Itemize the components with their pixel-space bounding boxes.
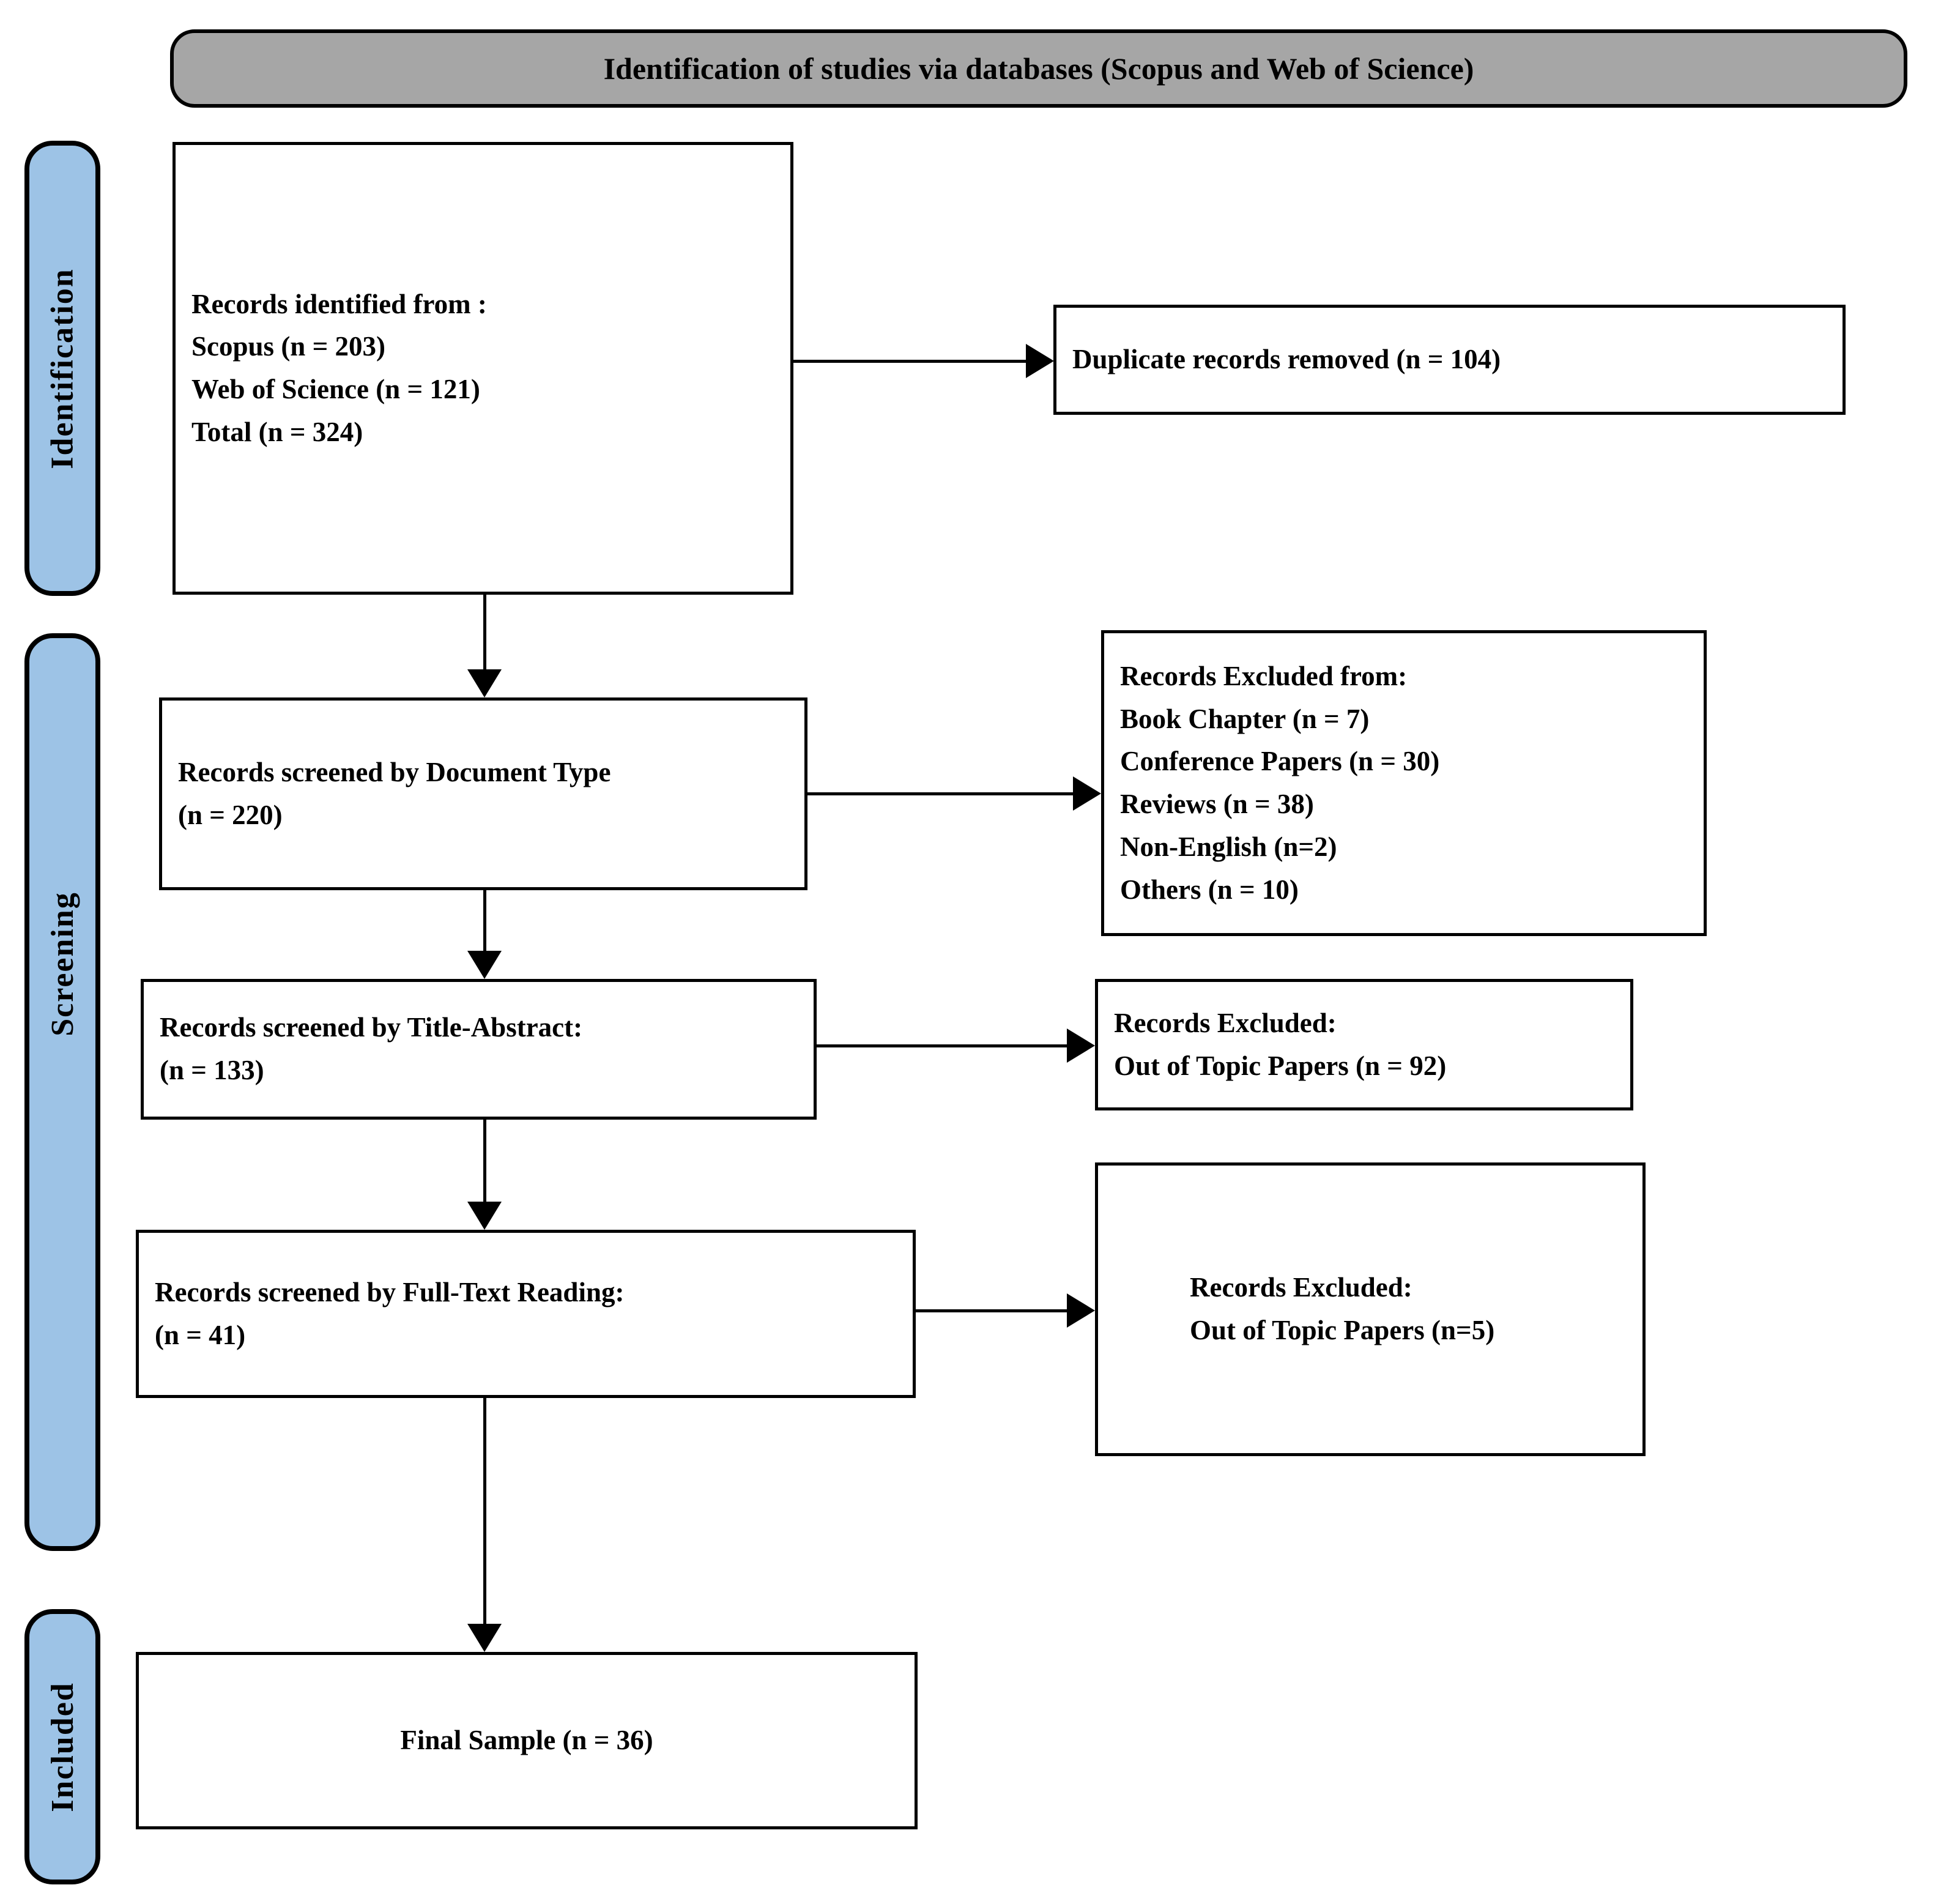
stage-label-included: Included	[24, 1609, 100, 1884]
node-line: Out of Topic Papers (n = 92)	[1114, 1050, 1447, 1081]
stage-label-screening: Screening	[24, 633, 100, 1551]
node-excluded-document-type: Records Excluded from: Book Chapter (n =…	[1101, 630, 1707, 936]
node-line: Records screened by Document Type	[178, 756, 611, 787]
node-line: Scopus (n = 203)	[191, 331, 385, 362]
node-line: Records screened by Title-Abstract:	[160, 1012, 583, 1043]
stage-label-included-text: Included	[45, 1681, 80, 1812]
node-line: Others (n = 10)	[1120, 874, 1299, 905]
stage-label-screening-text: Screening	[45, 891, 80, 1036]
node-records-identified: Records identified from : Scopus (n = 20…	[173, 142, 793, 595]
node-line: Records identified from :	[191, 288, 487, 319]
node-line: (n = 220)	[178, 799, 283, 830]
diagram-header-banner: Identification of studies via databases …	[170, 29, 1907, 108]
stage-label-identification-text: Identification	[45, 267, 80, 469]
node-line: Records Excluded:	[1190, 1272, 1412, 1303]
node-final-sample: Final Sample (n = 36)	[136, 1652, 918, 1829]
node-excluded-full-text: Records Excluded: Out of Topic Papers (n…	[1095, 1162, 1646, 1456]
node-screened-document-type: Records screened by Document Type (n = 2…	[159, 697, 807, 890]
node-line: Web of Science (n = 121)	[191, 374, 480, 404]
node-line: Total (n = 324)	[191, 416, 363, 447]
node-line: (n = 133)	[160, 1055, 264, 1085]
node-line: Conference Papers (n = 30)	[1120, 746, 1440, 777]
node-screened-title-abstract: Records screened by Title-Abstract: (n =…	[141, 979, 817, 1120]
diagram-title: Identification of studies via databases …	[603, 51, 1474, 86]
stage-label-identification: Identification	[24, 141, 100, 596]
node-line: Non-English (n=2)	[1120, 831, 1337, 862]
node-line: Records screened by Full-Text Reading:	[155, 1276, 625, 1307]
node-line: Duplicate records removed (n = 104)	[1072, 344, 1501, 375]
node-line: Records Excluded from:	[1120, 660, 1408, 691]
node-line: Book Chapter (n = 7)	[1120, 703, 1370, 734]
node-excluded-title-abstract: Records Excluded: Out of Topic Papers (n…	[1095, 979, 1633, 1110]
node-line: Final Sample (n = 36)	[400, 1725, 653, 1756]
node-line: (n = 41)	[155, 1319, 246, 1350]
node-screened-full-text: Records screened by Full-Text Reading: (…	[136, 1230, 916, 1398]
node-line: Records Excluded:	[1114, 1007, 1337, 1038]
node-duplicate-records-removed: Duplicate records removed (n = 104)	[1053, 305, 1846, 415]
node-line: Reviews (n = 38)	[1120, 789, 1314, 819]
node-line: Out of Topic Papers (n=5)	[1190, 1315, 1495, 1345]
